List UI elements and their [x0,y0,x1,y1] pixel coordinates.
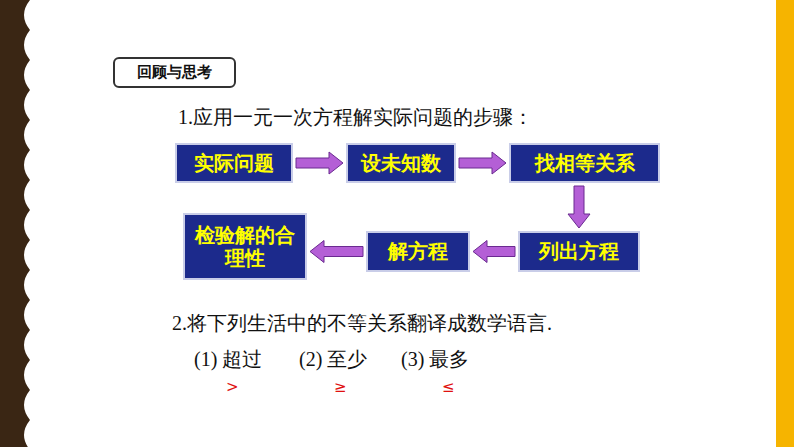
section-tag: 回顾与思考 [113,57,236,88]
process-box: 找相等关系 [509,143,660,183]
heading-text: 1.应用一元一次方程解实际问题的步骤： [178,104,533,131]
process-box: 设未知数 [346,143,456,183]
item-text: (1) 超过 [194,346,262,373]
block-arrow [310,241,363,263]
block-arrow [568,186,590,228]
block-arrow [296,152,343,174]
process-box: 实际问题 [175,143,293,183]
process-box: 列出方程 [518,231,640,272]
heading-text: 2.将下列生活中的不等关系翻译成数学语言. [172,310,552,337]
block-arrow [459,152,506,174]
process-box: 检验解的合理性 [183,213,307,280]
answer-symbol: ≥ [334,378,347,396]
node-text: 找相等关系 [535,152,635,175]
answer-symbol: > [226,378,239,396]
node-text: 列出方程 [539,240,619,263]
block-arrow [473,241,515,263]
node-text: 实际问题 [194,152,274,175]
side-strip [776,0,794,447]
node-text: 检验解的合理性 [195,224,295,270]
wavy-border [0,0,30,447]
item-text: (2) 至少 [299,346,367,373]
item-text: (3) 最多 [401,346,469,373]
node-text: 解方程 [388,240,448,263]
answer-symbol: ≤ [442,378,455,396]
node-text: 设未知数 [361,152,441,175]
process-box: 解方程 [366,231,470,272]
node-text: 回顾与思考 [137,63,212,82]
